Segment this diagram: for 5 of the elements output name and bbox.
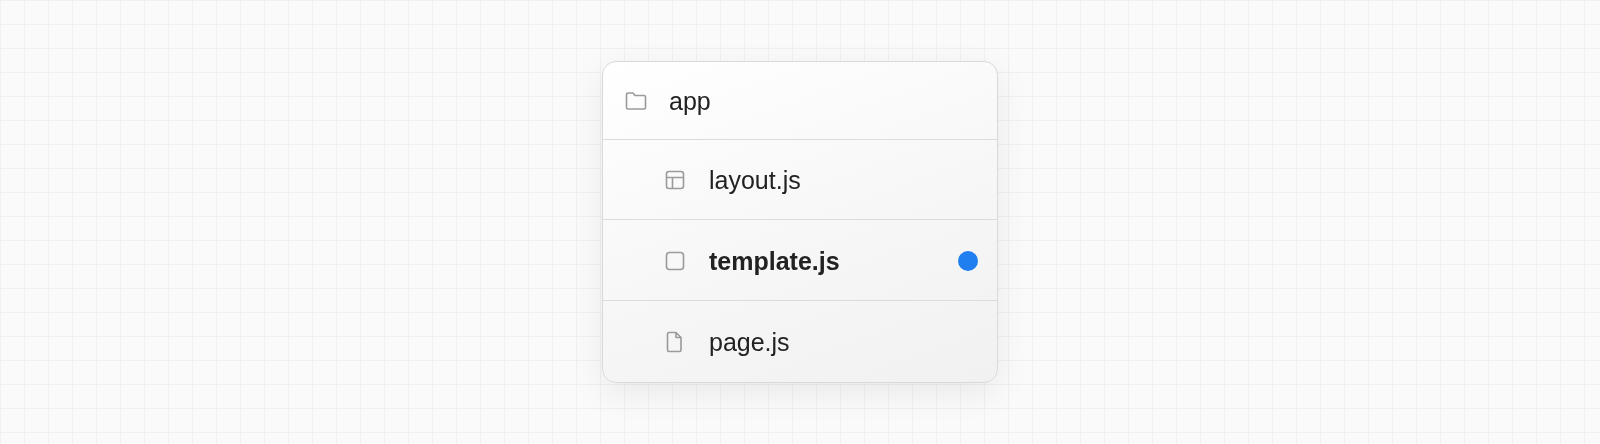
folder-name: app	[669, 86, 711, 116]
file-name: template.js	[709, 246, 840, 276]
file-name: page.js	[709, 327, 790, 357]
file-tree-card	[602, 61, 998, 383]
file-name: layout.js	[709, 165, 801, 195]
